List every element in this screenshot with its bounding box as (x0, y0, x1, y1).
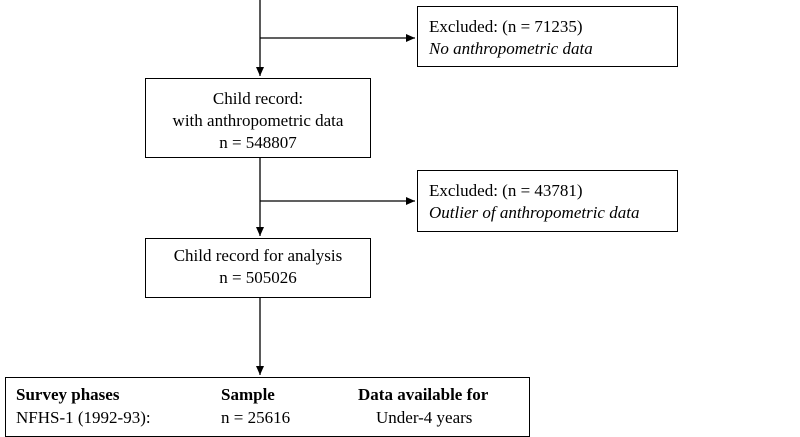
record-1-count: n = 548807 (219, 133, 297, 152)
exclusion-1-count: Excluded: (n = 71235) (429, 17, 583, 36)
child-record-box: Child record: with anthropometric data n… (145, 78, 371, 158)
analysis-record-box: Child record for analysis n = 505026 (145, 238, 371, 298)
connector-lines (256, 0, 415, 375)
table-cell-phase: NFHS-1 (1992-93): (16, 408, 151, 427)
exclusion-2-reason: Outlier of anthropometric data (429, 203, 640, 222)
exclusion-1-reason: No anthropometric data (429, 39, 593, 58)
exclusion-box-2: Excluded: (n = 43781) Outlier of anthrop… (417, 170, 678, 232)
record-2-count: n = 505026 (219, 268, 297, 287)
exclusion-box-1: Excluded: (n = 71235) No anthropometric … (417, 6, 678, 67)
record-2-title: Child record for analysis (173, 246, 343, 265)
header-sample: Sample (221, 385, 275, 404)
header-survey-phases: Survey phases (16, 385, 120, 404)
record-1-title: Child record: (212, 89, 304, 108)
table-cell-sample: n = 25616 (221, 408, 291, 427)
table-cell-availability: Under-4 years (376, 408, 473, 427)
survey-phases-table: Survey phases Sample Data available for … (5, 377, 530, 437)
exclusion-2-count: Excluded: (n = 43781) (429, 181, 583, 200)
record-1-subtitle: with anthropometric data (172, 111, 344, 130)
header-data-available: Data available for (358, 385, 489, 404)
